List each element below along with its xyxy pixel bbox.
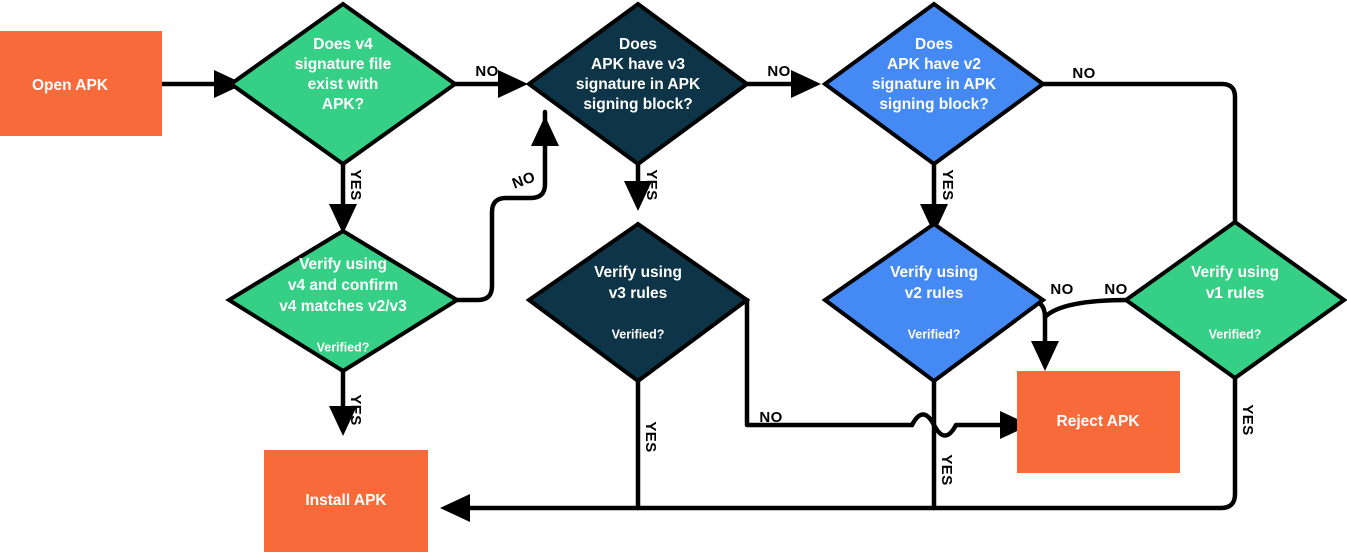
question-v4-line3: exist with (308, 76, 379, 93)
edge-verifyv4-no-to-qv3 (452, 109, 559, 303)
question-v2-line3: signature in APK (872, 76, 997, 93)
node-question-v2[interactable]: Does APK have v2 signature in APK signin… (821, 1, 1047, 167)
edge-qv3-yes-to-verifyv3 (624, 165, 652, 211)
node-question-v3[interactable]: Does APK have v3 signature in APK signin… (525, 1, 751, 167)
edge-qv2-no-to-verifyv1 (1040, 81, 1238, 225)
edge-verifyv4-yes-to-install (329, 372, 357, 436)
edge-label-verifyv3-no: NO (759, 409, 782, 426)
edge-label-qv3-yes: YES (643, 169, 660, 200)
edge-label-verifyv2-no: NO (1050, 281, 1073, 298)
question-v4-line4: APK? (322, 96, 364, 113)
edge-qv4-no-to-qv3 (455, 70, 528, 98)
edge-label-qv2-no: NO (1072, 65, 1095, 82)
edge-label-verifyv1-no: NO (1104, 281, 1127, 298)
verify-v2-line2: v2 rules (905, 285, 964, 302)
question-v3-line2: APK have v3 (591, 56, 685, 73)
reject-apk-label: Reject APK (1057, 413, 1141, 430)
verify-v2-sub: Verified? (908, 327, 961, 341)
edge-label-qv2-yes: YES (939, 169, 956, 200)
edge-line-hop (909, 411, 1030, 439)
edge-label-verifyv1-yes: YES (1239, 404, 1256, 435)
edge-label-qv4-yes: YES (347, 169, 364, 200)
question-v3-line1: Does (619, 36, 657, 53)
question-v4-line1: Does v4 (313, 36, 373, 53)
node-question-v4[interactable]: Does v4 signature file exist with APK? (227, 1, 459, 167)
verify-v1-line2: v1 rules (1206, 285, 1265, 302)
install-apk-label: Install APK (305, 492, 387, 509)
question-v2-line1: Does (915, 36, 953, 53)
verify-v1-line1: Verify using (1191, 264, 1279, 281)
edge-label-verifyv2-yes: YES (938, 454, 955, 485)
verify-v4-sub: Verified? (317, 340, 370, 354)
verify-v3-line1: Verify using (594, 264, 682, 281)
question-v4-line2: signature file (295, 56, 392, 73)
node-verify-v2[interactable]: Verify using v2 rules Verified? (821, 221, 1047, 384)
node-verify-v4[interactable]: Verify using v4 and confirm v4 matches v… (225, 228, 461, 374)
node-reject-apk[interactable]: Reject APK (1017, 371, 1180, 473)
edge-verifyv1-no-to-reject (1042, 297, 1131, 320)
edge-label-verifyv4-no: NO (510, 169, 538, 193)
question-v3-line3: signature in APK (576, 76, 701, 93)
verify-v3-sub: Verified? (612, 327, 665, 341)
edge-verifyv3-yes-to-install (440, 379, 641, 522)
open-apk-label: Open APK (32, 77, 109, 94)
edge-qv4-yes-to-verifyv4 (329, 165, 357, 234)
edge-label-verifyv3-yes: YES (642, 421, 659, 452)
edge-qv2-yes-to-verifyv2 (920, 165, 948, 234)
question-v2-line2: APK have v2 (887, 56, 981, 73)
node-verify-v1[interactable]: Verify using v1 rules Verified? (1122, 219, 1347, 381)
edge-label-verifyv4-yes: YES (347, 394, 364, 425)
verify-v4-line2: v4 and confirm (288, 277, 398, 294)
verify-v2-line1: Verify using (890, 264, 978, 281)
verify-v3-line2: v3 rules (609, 285, 668, 302)
verify-v4-line1: Verify using (299, 256, 387, 273)
node-install-apk[interactable]: Install APK (264, 450, 428, 552)
edge-qv3-no-to-qv2 (747, 70, 821, 98)
edge-label-qv4-no: NO (475, 63, 498, 80)
node-open-apk[interactable]: Open APK (0, 31, 162, 136)
edge-label-qv3-no: NO (767, 63, 790, 80)
question-v3-line4: signing block? (583, 96, 692, 113)
question-v2-line4: signing block? (879, 96, 988, 113)
node-verify-v3[interactable]: Verify using v3 rules Verified? (525, 221, 751, 384)
edge-verifyv3-no-to-reject (744, 297, 915, 428)
verify-v4-line3: v4 matches v2/v3 (279, 298, 407, 315)
verify-v1-sub: Verified? (1209, 327, 1262, 341)
edge-verifyv1-yes-to-install (635, 375, 1238, 511)
